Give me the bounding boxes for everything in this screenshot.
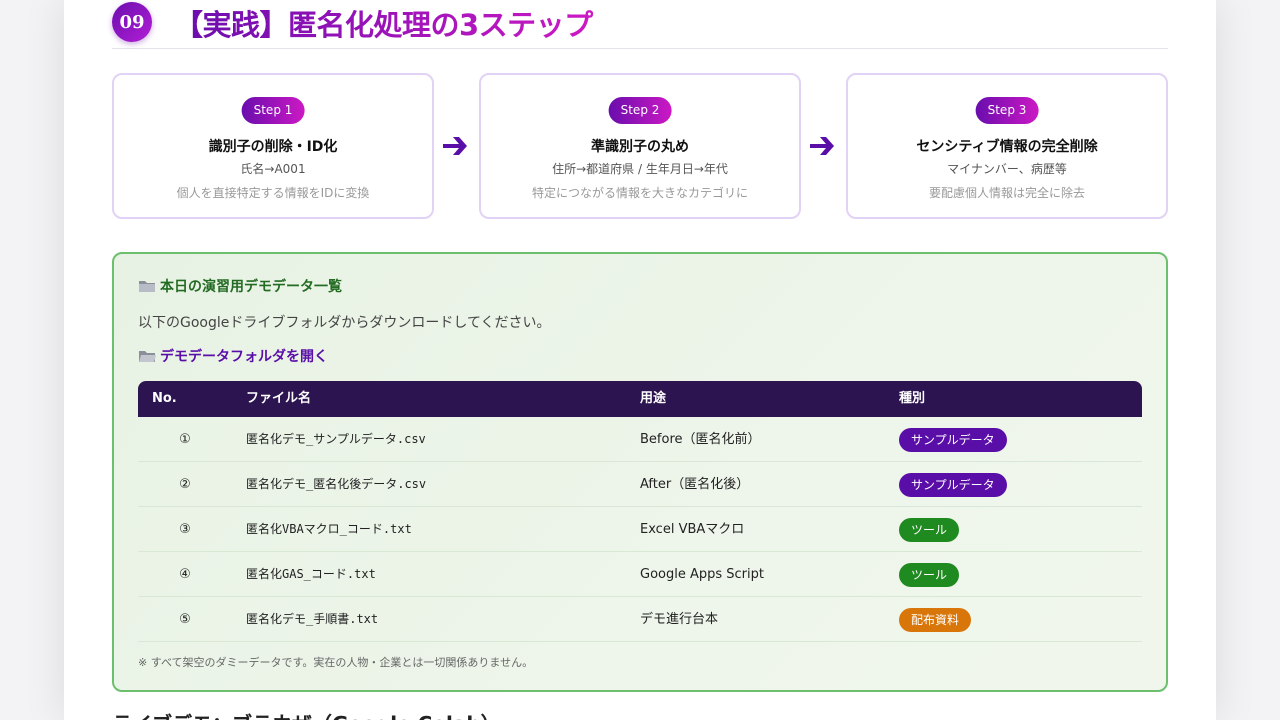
step-description: 個人を直接特定する情報をIDに変換 (176, 186, 370, 200)
disclaimer-note: ※ すべて架空のダミーデータです。実在の人物・企業とは一切関係ありません。 (138, 656, 534, 669)
table-row: ④ 匿名化GAS_コード.txt Google Apps Script ツール (138, 552, 1142, 597)
row-number: ② (179, 477, 191, 492)
row-number: ③ (179, 522, 191, 537)
step-card-3: Step 3 センシティブ情報の完全削除 マイナンバー、病歴等 要配慮個人情報は… (846, 73, 1168, 219)
open-folder-link[interactable]: デモデータフォルダを開く (138, 346, 328, 366)
type-badge: 配布資料 (899, 608, 972, 632)
step-badge: Step 3 (975, 97, 1039, 124)
slide-page: 09 【実践】匿名化処理の3ステップ Step 1 識別子の削除・ID化 氏名→… (64, 0, 1216, 720)
table-row: ② 匿名化デモ_匿名化後データ.csv After（匿名化後） サンプルデータ (138, 462, 1142, 507)
folder-open-icon (139, 351, 156, 362)
arrow-right-icon (810, 137, 834, 155)
open-folder-label: デモデータフォルダを開く (160, 349, 328, 365)
step-example: 氏名→A001 (240, 162, 306, 176)
step-title: 準識別子の丸め (591, 139, 689, 155)
file-name: 匿名化デモ_手順書.txt (246, 612, 379, 626)
step-example: マイナンバー、病歴等 (947, 162, 1067, 176)
row-number: ④ (179, 567, 191, 582)
column-header-purpose: 用途 (640, 391, 667, 406)
file-name: 匿名化デモ_匿名化後データ.csv (246, 477, 427, 491)
column-header-no: No. (152, 391, 177, 406)
step-description: 要配慮個人情報は完全に除去 (928, 186, 1085, 200)
file-name: 匿名化デモ_サンプルデータ.csv (246, 432, 426, 446)
step-badge: Step 1 (241, 97, 305, 124)
column-header-type: 種別 (899, 391, 926, 406)
arrow-right-icon (443, 137, 467, 155)
file-name: 匿名化GAS_コード.txt (246, 567, 376, 581)
step-example: 住所→都道府県 / 生年月日→年代 (552, 162, 728, 176)
demo-data-description: 以下のGoogleドライブフォルダからダウンロードしてください。 (138, 315, 551, 331)
type-badge: サンプルデータ (899, 428, 1007, 452)
step-badge: Step 2 (608, 97, 672, 124)
file-purpose: Google Apps Script (640, 567, 764, 582)
demo-data-title: 本日の演習用デモデータ一覧 (138, 276, 342, 296)
row-number: ⑤ (179, 612, 191, 627)
table-row: ① 匿名化デモ_サンプルデータ.csv Before（匿名化前） サンプルデータ (138, 417, 1142, 462)
next-section-title: ライブデモ：ブラウザ（Google Colab） (112, 708, 501, 720)
folder-icon (139, 281, 155, 292)
section-title: 【実践】匿名化処理の3ステップ (174, 2, 593, 44)
steps-row: Step 1 識別子の削除・ID化 氏名→A001 個人を直接特定する情報をID… (112, 73, 1168, 219)
demo-data-panel: 本日の演習用デモデータ一覧 以下のGoogleドライブフォルダからダウンロードし… (112, 252, 1168, 692)
file-purpose: デモ進行台本 (640, 612, 719, 627)
step-description: 特定につながる情報を大きなカテゴリに (531, 186, 748, 200)
file-name: 匿名化VBAマクロ_コード.txt (246, 522, 412, 536)
step-title: 識別子の削除・ID化 (208, 139, 338, 155)
table-row: ③ 匿名化VBAマクロ_コード.txt Excel VBAマクロ ツール (138, 507, 1142, 552)
row-number: ① (179, 432, 191, 447)
type-badge: サンプルデータ (899, 473, 1007, 497)
demo-data-title-label: 本日の演習用デモデータ一覧 (160, 279, 342, 295)
table-row: ⑤ 匿名化デモ_手順書.txt デモ進行台本 配布資料 (138, 597, 1142, 642)
section-number: 09 (112, 2, 152, 42)
type-badge: ツール (899, 563, 960, 587)
type-badge: ツール (899, 518, 960, 542)
column-header-file: ファイル名 (246, 391, 312, 406)
demo-data-table: No. ファイル名 用途 種別 ① 匿名化デモ_サンプルデータ.csv Befo… (138, 381, 1142, 642)
file-purpose: After（匿名化後） (640, 477, 750, 492)
step-title: センシティブ情報の完全削除 (916, 139, 1098, 155)
file-purpose: Excel VBAマクロ (640, 522, 745, 537)
section-header: 09 【実践】匿名化処理の3ステップ (112, 0, 1168, 49)
file-purpose: Before（匿名化前） (640, 432, 761, 447)
step-card-2: Step 2 準識別子の丸め 住所→都道府県 / 生年月日→年代 特定につながる… (479, 73, 801, 219)
table-header: No. ファイル名 用途 種別 (138, 381, 1142, 417)
step-card-1: Step 1 識別子の削除・ID化 氏名→A001 個人を直接特定する情報をID… (112, 73, 434, 219)
